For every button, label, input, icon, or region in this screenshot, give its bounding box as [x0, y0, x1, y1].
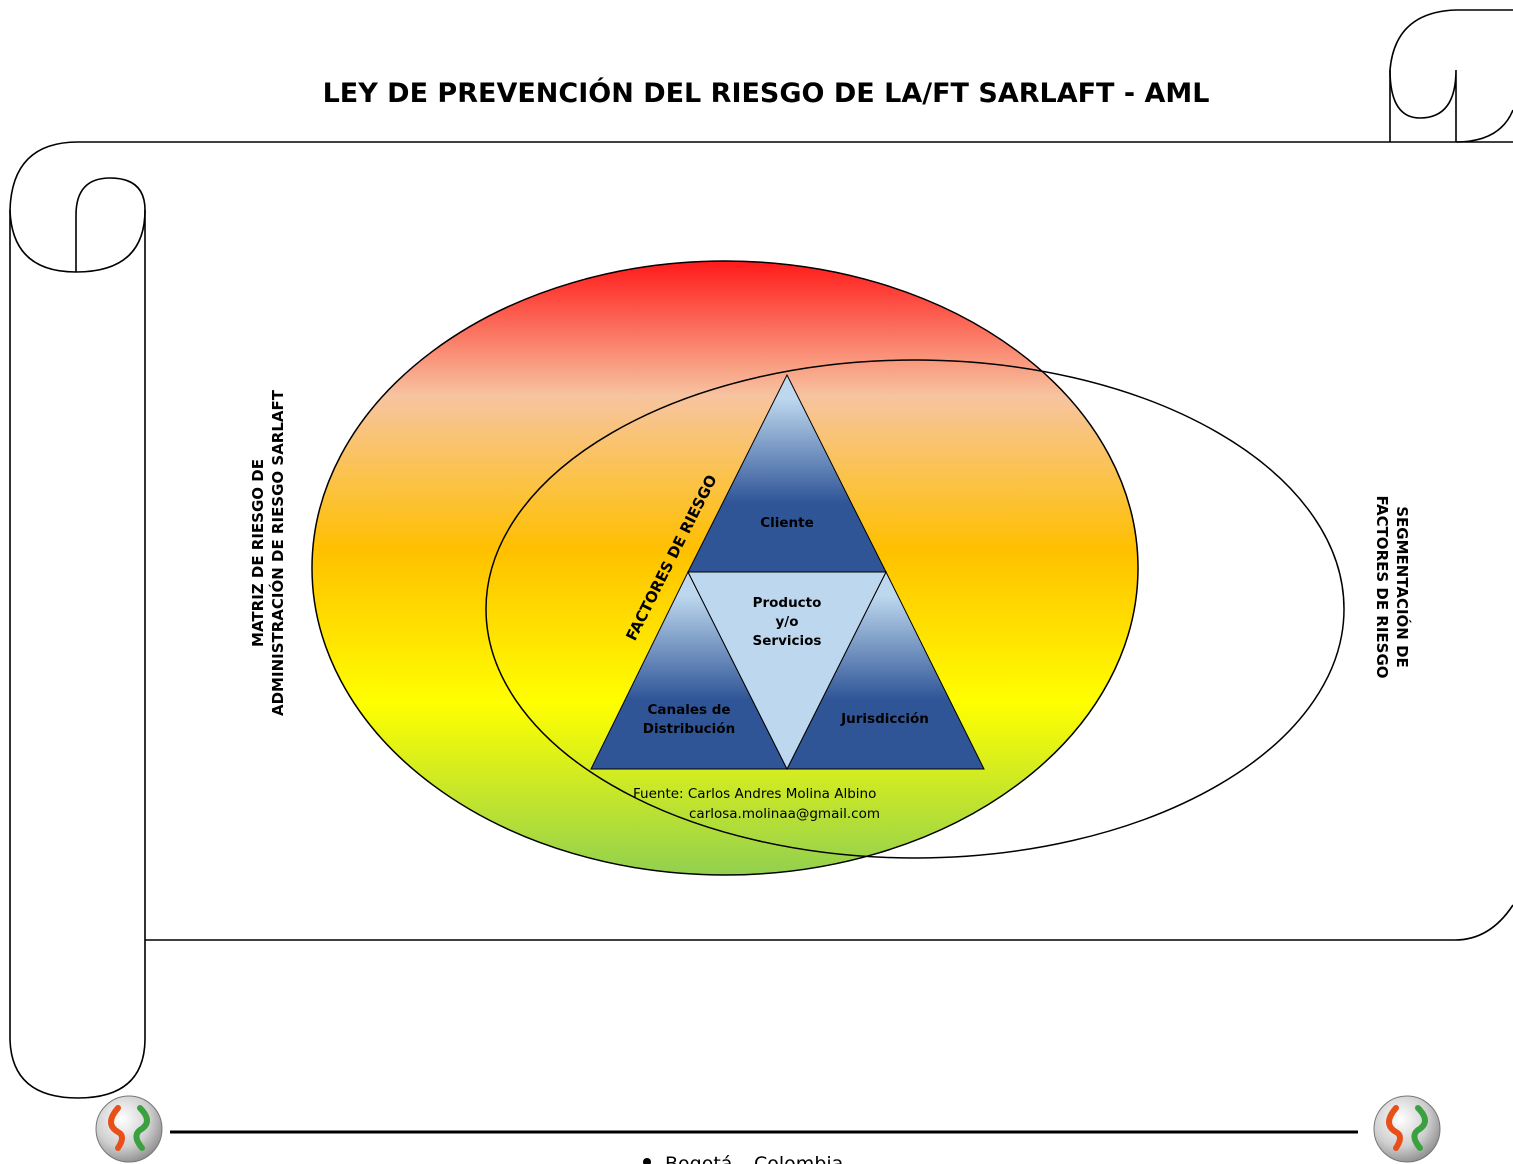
- triangle-center-producto: [687, 571, 887, 771]
- source-email: carlosa.molinaa@gmail.com: [689, 806, 880, 822]
- label-producto-line1: Producto: [753, 595, 822, 611]
- logo-right-icon: [1373, 1095, 1441, 1163]
- footer-location: Bogotá – Colombia: [665, 1153, 843, 1164]
- logo-left-icon: [95, 1095, 163, 1163]
- label-canales-line2: Distribución: [643, 721, 735, 737]
- footer-bullet: [643, 1158, 651, 1164]
- label-producto-line3: Servicios: [753, 633, 822, 649]
- label-producto-line2: y/o: [775, 614, 798, 630]
- label-cliente: Cliente: [760, 515, 814, 531]
- label-jurisdiccion: Jurisdicción: [840, 711, 929, 727]
- scroll-frame: [9, 9, 1513, 1099]
- right-label-line2: FACTORES DE RIESGO: [1373, 495, 1391, 678]
- right-label-line1: SEGMENTACIÓN DE: [1393, 506, 1412, 668]
- label-canales-line1: Canales de: [647, 702, 730, 718]
- left-label-line1: MATRIZ DE RIESGO DE: [249, 459, 267, 647]
- page-title: LEY DE PREVENCIÓN DEL RIESGO DE LA/FT SA…: [323, 77, 1210, 109]
- risk-factors-triangle: [590, 373, 985, 771]
- source-author: Fuente: Carlos Andres Molina Albino: [633, 786, 876, 802]
- left-label-line2: ADMINISTRACIÓN DE RIESGO SARLAFT: [268, 389, 287, 716]
- segmentation-ellipse: [485, 359, 1345, 859]
